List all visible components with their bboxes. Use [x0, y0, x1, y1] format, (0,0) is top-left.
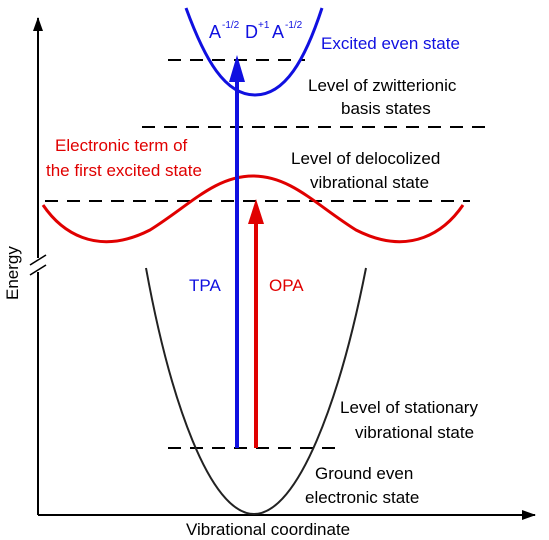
- zwitterionic-label-line1: Level of zwitterionic: [308, 76, 457, 95]
- formula-a1: A: [209, 22, 221, 42]
- ground-state-curve: [145, 267, 367, 516]
- formula-sup3: -1/2: [285, 20, 303, 31]
- excited-even-state-label: Excited even state: [321, 34, 460, 53]
- y-axis-break: [29, 254, 47, 276]
- x-axis-label: Vibrational coordinate: [186, 520, 350, 539]
- opa-label: OPA: [269, 276, 304, 295]
- formula-a2: A: [272, 22, 284, 42]
- stationary-label-line2: vibrational state: [355, 423, 474, 442]
- zwitterionic-formula: A -1/2 D +1 A -1/2: [209, 20, 303, 42]
- tpa-label: TPA: [189, 276, 221, 295]
- electronic-term-label-line1: Electronic term of: [55, 136, 188, 155]
- electronic-term-label-line2: the first excited state: [46, 161, 202, 180]
- zwitterionic-label-line2: basis states: [341, 99, 431, 118]
- delocalized-label-line2: vibrational state: [310, 173, 429, 192]
- formula-sup2: +1: [258, 20, 270, 31]
- ground-label-line1: Ground even: [315, 464, 413, 483]
- formula-d: D: [245, 22, 258, 42]
- ground-label-line2: electronic state: [305, 488, 419, 507]
- opa-arrow: [248, 199, 264, 448]
- formula-sup1: -1/2: [222, 20, 240, 31]
- first-excited-state-curve: [41, 174, 465, 244]
- y-axis-label: Energy: [3, 246, 22, 300]
- excited-even-state-curve: [184, 7, 324, 97]
- delocalized-label-line1: Level of delocolized: [291, 149, 440, 168]
- stationary-label-line1: Level of stationary: [340, 398, 478, 417]
- tpa-arrow: [229, 55, 245, 448]
